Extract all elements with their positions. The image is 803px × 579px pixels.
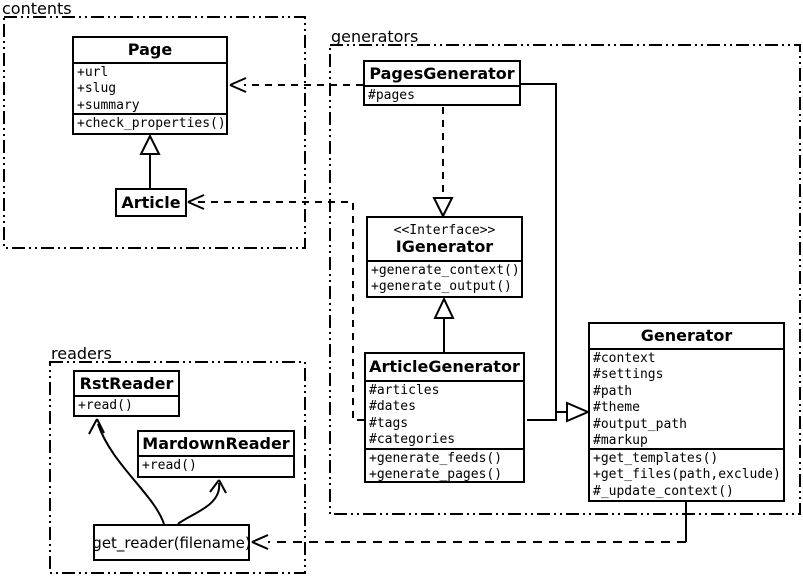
class-pagesgenerator: PagesGenerator #pages [363, 60, 521, 106]
class-generator-name: Generator [640, 326, 733, 345]
function-get-reader-label: get_reader(filename) [92, 533, 251, 552]
realization-pagesgenerator-to-igenerator [432, 107, 454, 219]
generalization-article-to-page [139, 133, 161, 188]
class-rstreader-name: RstReader [79, 373, 174, 393]
class-rstreader-methods: +read() [75, 395, 178, 415]
class-igenerator-name: <<Interface>> IGenerator [393, 222, 496, 256]
class-page-name: Page [127, 40, 173, 59]
contents-package-border [3, 16, 306, 249]
class-articlegenerator-name: ArticleGenerator [369, 357, 520, 376]
dependency-pagesgenerator-to-page [229, 77, 363, 93]
readers-package-label: readers [51, 344, 112, 363]
class-article: Article [115, 188, 187, 217]
class-generator: Generator #context #settings #path #them… [588, 322, 785, 502]
class-rstreader: RstReader +read() [73, 370, 180, 417]
generalization-articlegenerator-to-igenerator [433, 296, 455, 352]
class-article-name: Article [121, 192, 181, 212]
class-page-attributes: +url +slug +summary [74, 62, 226, 113]
class-articlegenerator: ArticleGenerator #articles #dates #tags … [364, 352, 525, 483]
class-mardownreader: MardownReader +read() [137, 430, 295, 478]
dependency-generator-to-getreader [251, 502, 687, 550]
class-pagesgenerator-name: PagesGenerator [369, 63, 515, 83]
class-generator-methods: +get_templates() +get_files(path,exclude… [590, 448, 783, 500]
class-mardownreader-methods: +read() [139, 455, 293, 476]
dependency-articlegenerator-to-article [187, 194, 364, 421]
function-get-reader: get_reader(filename) [92, 524, 251, 561]
generalization-generators-to-generator [521, 83, 591, 423]
class-page: Page +url +slug +summary +check_properti… [72, 36, 228, 135]
class-articlegenerator-methods: +generate_feeds() +generate_pages() [366, 448, 523, 481]
generators-package-border [329, 44, 801, 515]
generators-package-label: generators [331, 27, 419, 46]
class-page-methods: +check_properties() [74, 113, 226, 133]
contents-package-label: contents [2, 0, 72, 18]
class-igenerator-stereotype: <<Interface>> [393, 222, 496, 238]
readers-package-border [49, 361, 306, 574]
class-igenerator: <<Interface>> IGenerator +generate_conte… [366, 216, 523, 298]
class-pagesgenerator-attributes: #pages [365, 85, 519, 104]
class-articlegenerator-attributes: #articles #dates #tags #categories [366, 380, 523, 448]
class-igenerator-methods: +generate_context() +generate_output() [368, 260, 521, 296]
class-generator-attributes: #context #settings #path #theme #output_… [590, 348, 783, 448]
class-mardownreader-name: MardownReader [142, 433, 290, 453]
arrow-getreader-to-mardownreader [177, 479, 227, 525]
arrow-getreader-to-rstreader [88, 418, 165, 525]
